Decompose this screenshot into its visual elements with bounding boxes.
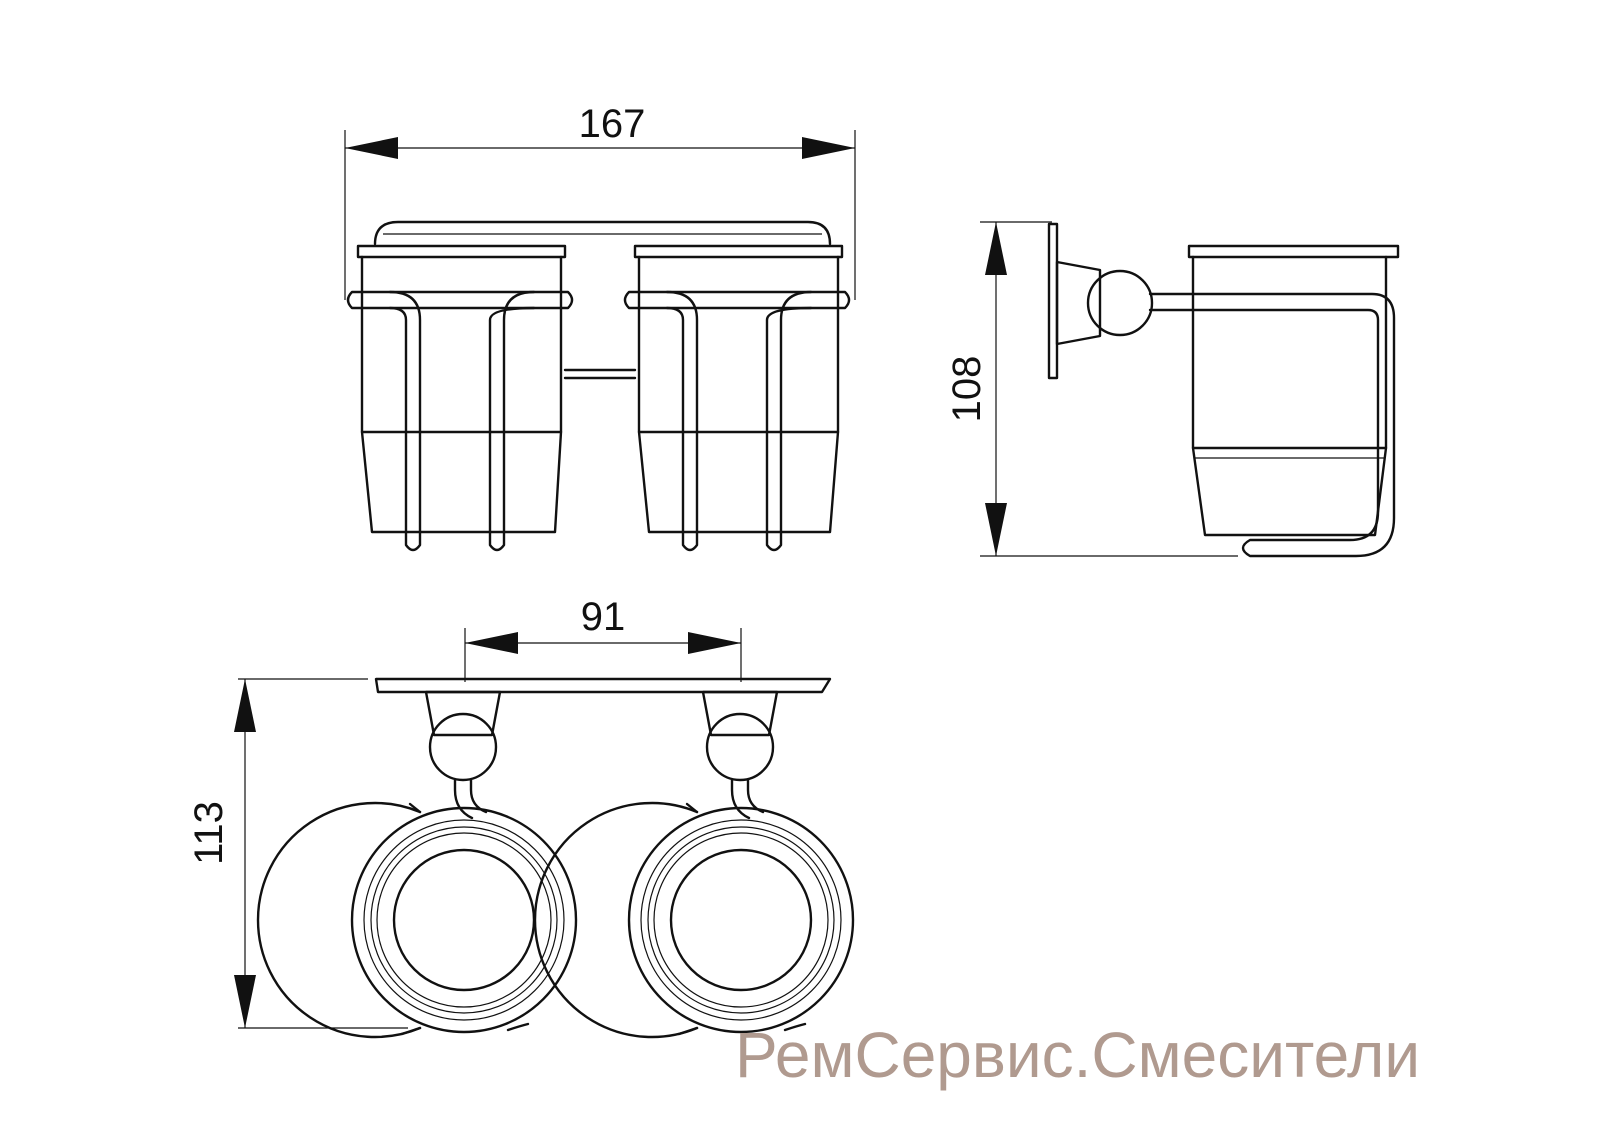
plan-mount-left (424, 690, 502, 820)
wire-holder-left (346, 290, 574, 552)
front-view: 167 (344, 102, 856, 552)
plan-ring-left (256, 801, 578, 1039)
wall-bar (374, 677, 832, 694)
dim-label-113: 113 (187, 801, 231, 865)
dimension-depth-113: 113 (187, 678, 408, 1029)
dim-label-167: 167 (579, 102, 646, 146)
mount-knob (1086, 269, 1154, 337)
dimension-height-108: 108 (945, 221, 1238, 557)
watermark-text: РемСервис.Смесители (735, 1019, 1421, 1091)
plan-mount-right (701, 690, 779, 820)
dimension-width-167: 167 (344, 102, 856, 300)
plan-ring-right (533, 801, 855, 1039)
dimension-spacing-91: 91 (464, 595, 742, 682)
cup-right (633, 244, 844, 534)
wire-holder-right (623, 290, 851, 552)
dim-label-91: 91 (581, 595, 626, 639)
cup-side (1187, 244, 1400, 537)
plan-view: 91 113 (187, 595, 855, 1039)
side-view: 108 (945, 221, 1400, 558)
dim-label-108: 108 (945, 356, 989, 423)
back-plate (373, 220, 832, 246)
cup-left (356, 244, 567, 534)
